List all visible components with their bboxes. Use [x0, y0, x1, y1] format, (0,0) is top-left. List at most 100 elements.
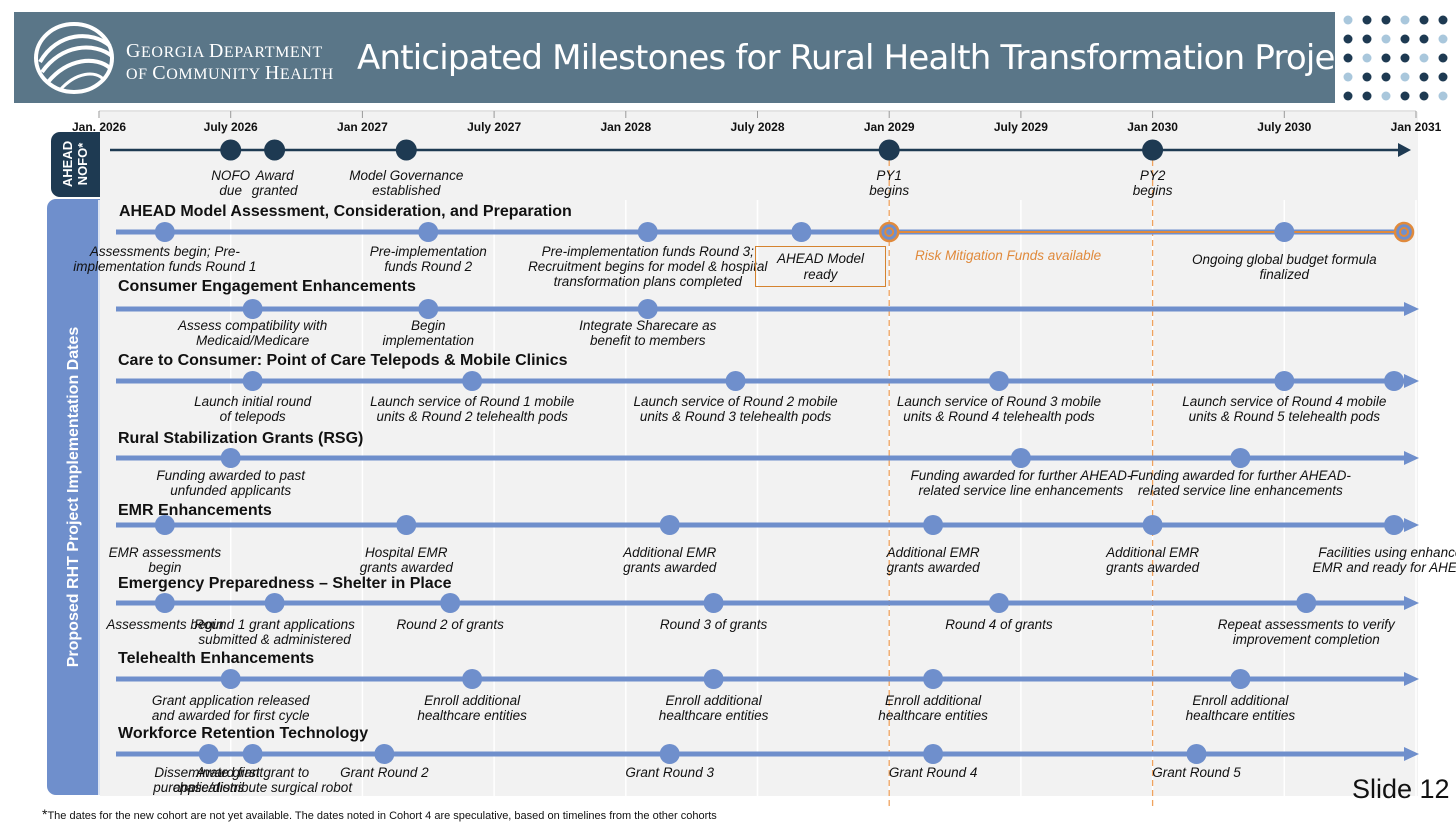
milestone-label: Round 4 of grants	[945, 617, 1053, 632]
milestone-dot	[198, 744, 219, 764]
decor-dot	[1343, 53, 1353, 63]
orange-milestone-dot-center	[884, 227, 895, 237]
milestone-dot	[923, 744, 944, 764]
milestone-dot	[440, 593, 461, 613]
section-title: Consumer Engagement Enhancements	[118, 278, 416, 295]
milestone-label: Assessments begin; Pre-implementation fu…	[73, 244, 257, 274]
timeline-panel	[100, 112, 1418, 796]
decor-dot	[1419, 91, 1429, 101]
decor-dot	[1400, 34, 1410, 44]
slide-number: Slide 12	[1352, 774, 1450, 804]
decor-dot	[1381, 72, 1391, 82]
milestone-label: Grant Round 2	[340, 765, 429, 780]
milestone-dot	[659, 744, 680, 764]
milestone-dot	[1010, 448, 1031, 468]
decor-dot	[1362, 15, 1372, 25]
risk-mitigation-text: Risk Mitigation Funds available	[915, 248, 1102, 263]
milestone-dot	[462, 669, 483, 689]
decor-dot	[1362, 91, 1372, 101]
milestone-label: Funding awarded for further AHEAD-relate…	[1129, 468, 1351, 498]
section-title: Rural Stabilization Grants (RSG)	[118, 430, 364, 447]
milestone-dot	[637, 299, 658, 319]
milestone-dot	[418, 222, 439, 242]
milestone-dot	[418, 299, 439, 319]
decor-dot	[1381, 34, 1391, 44]
milestone-dot	[220, 448, 241, 468]
milestone-dot	[1384, 515, 1405, 535]
axis-tick-label: July 2026	[203, 120, 258, 134]
decor-dot	[1362, 53, 1372, 63]
axis-tick-label: July 2028	[730, 120, 785, 134]
section-title: Care to Consumer: Point of Care Telepods…	[118, 352, 568, 369]
milestone-dot	[1142, 515, 1163, 535]
milestone-label: Round 3 of grants	[659, 617, 768, 632]
section-title: Emergency Preparedness – Shelter in Plac…	[118, 575, 452, 592]
ahead-nofo-arrowhead	[1398, 143, 1411, 157]
decor-dot	[1438, 15, 1448, 25]
milestone-label: Pre-implementation funds Round 3;Recruit…	[528, 244, 768, 289]
dept-name-line1: GEORGIA DEPARTMENT	[126, 40, 323, 62]
milestone-dot	[1186, 744, 1207, 764]
decor-dot	[1343, 91, 1353, 101]
milestone-label: Grant Round 5	[1152, 765, 1241, 780]
orange-milestone-dot	[1393, 221, 1415, 243]
implementation-side-tab	[47, 199, 100, 795]
milestone-dot	[923, 669, 944, 689]
decor-dot	[1343, 72, 1353, 82]
section-arrowhead	[1404, 672, 1419, 686]
milestone-dot	[1274, 371, 1295, 391]
decor-dot	[1343, 34, 1353, 44]
milestone-dot	[703, 593, 724, 613]
milestone-dot	[1384, 371, 1405, 391]
section-title: AHEAD Model Assessment, Consideration, a…	[119, 203, 572, 220]
decor-dot	[1400, 91, 1410, 101]
ahead-nofo-milestone-dot	[395, 139, 417, 161]
milestone-dot	[703, 669, 724, 689]
milestone-dot	[242, 371, 263, 391]
axis-tick-label: Jan 2030	[1127, 120, 1178, 134]
orange-milestone-dot	[878, 221, 900, 243]
milestone-dot	[1230, 448, 1251, 468]
milestone-dot	[1296, 593, 1317, 613]
section-arrowhead	[1404, 747, 1419, 761]
ahead-nofo-side-tab	[51, 132, 100, 197]
milestone-dot	[988, 371, 1009, 391]
milestone-dot	[791, 222, 812, 242]
milestone-label: Assessments begin	[106, 617, 224, 632]
axis-tick-label: July 2027	[467, 120, 522, 134]
decor-dot	[1400, 72, 1410, 82]
section-arrowhead	[1404, 518, 1419, 532]
ahead-nofo-milestone-dot	[1142, 139, 1164, 161]
footnote: *The dates for the new cohort are not ye…	[42, 806, 717, 822]
milestone-dot	[154, 593, 175, 613]
decor-dot	[1381, 53, 1391, 63]
decor-dot	[1343, 15, 1353, 25]
milestone-dot	[396, 515, 417, 535]
decor-dot	[1438, 53, 1448, 63]
decor-dot	[1419, 53, 1429, 63]
axis-tick-label: July 2029	[993, 120, 1048, 134]
section-arrowhead	[1404, 302, 1419, 316]
globe-swirl-logo-icon	[34, 22, 114, 94]
milestone-dot	[154, 222, 175, 242]
